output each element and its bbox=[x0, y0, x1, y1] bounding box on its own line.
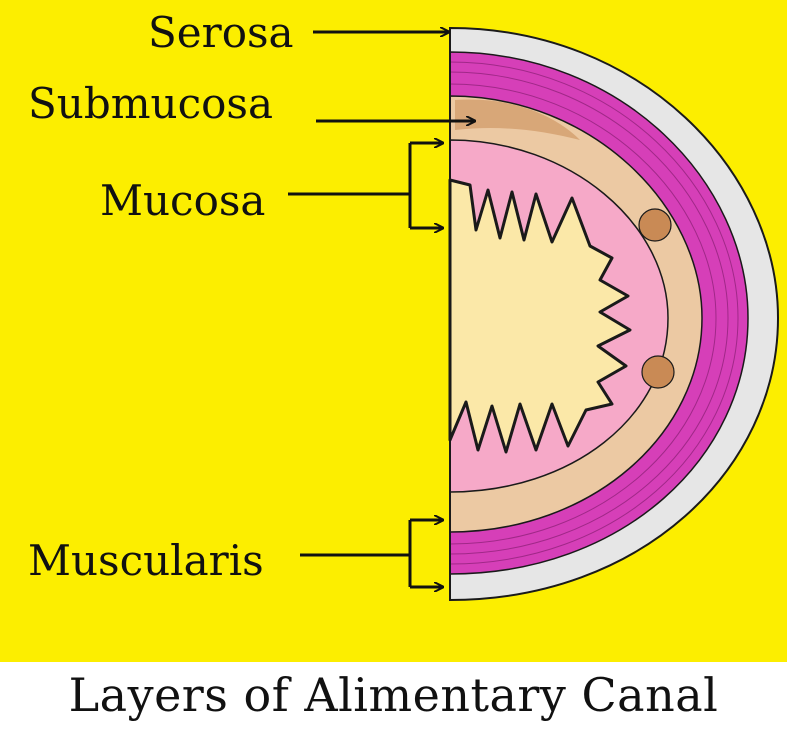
label-submucosa: Submucosa bbox=[28, 79, 273, 128]
gland bbox=[638, 208, 672, 242]
muscle-fibres bbox=[449, 61, 739, 565]
canal-cross-section bbox=[448, 26, 780, 602]
gland bbox=[641, 355, 675, 389]
bracket-icon bbox=[288, 143, 442, 228]
submucosa-shading bbox=[455, 99, 580, 140]
lumen bbox=[448, 178, 632, 454]
label-mucosa: Mucosa bbox=[100, 176, 265, 225]
caption: Layers of Alimentary Canal bbox=[68, 668, 719, 722]
label-muscularis: Muscularis bbox=[28, 536, 264, 585]
bracket-icon bbox=[300, 520, 442, 587]
label-serosa: Serosa bbox=[148, 8, 294, 57]
